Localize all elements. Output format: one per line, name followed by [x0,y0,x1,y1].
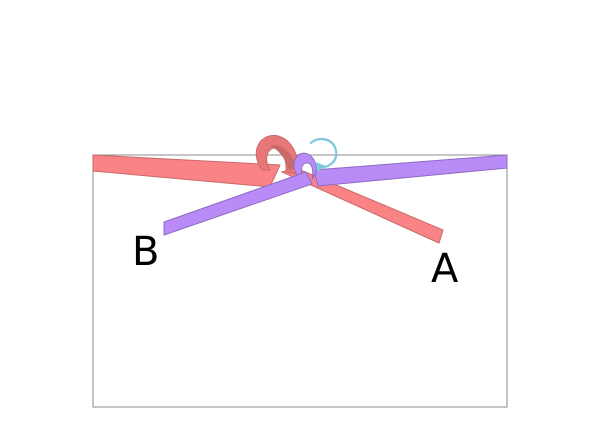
curved-arrow-icon [309,137,338,172]
paper-frame [92,154,508,408]
purple-ribbon-end-b [163,171,313,236]
purple-ribbon-right-band [313,154,508,187]
label-b: B [132,229,159,275]
red-ribbon-loop-inner [270,145,297,170]
label-a: A [431,246,459,292]
